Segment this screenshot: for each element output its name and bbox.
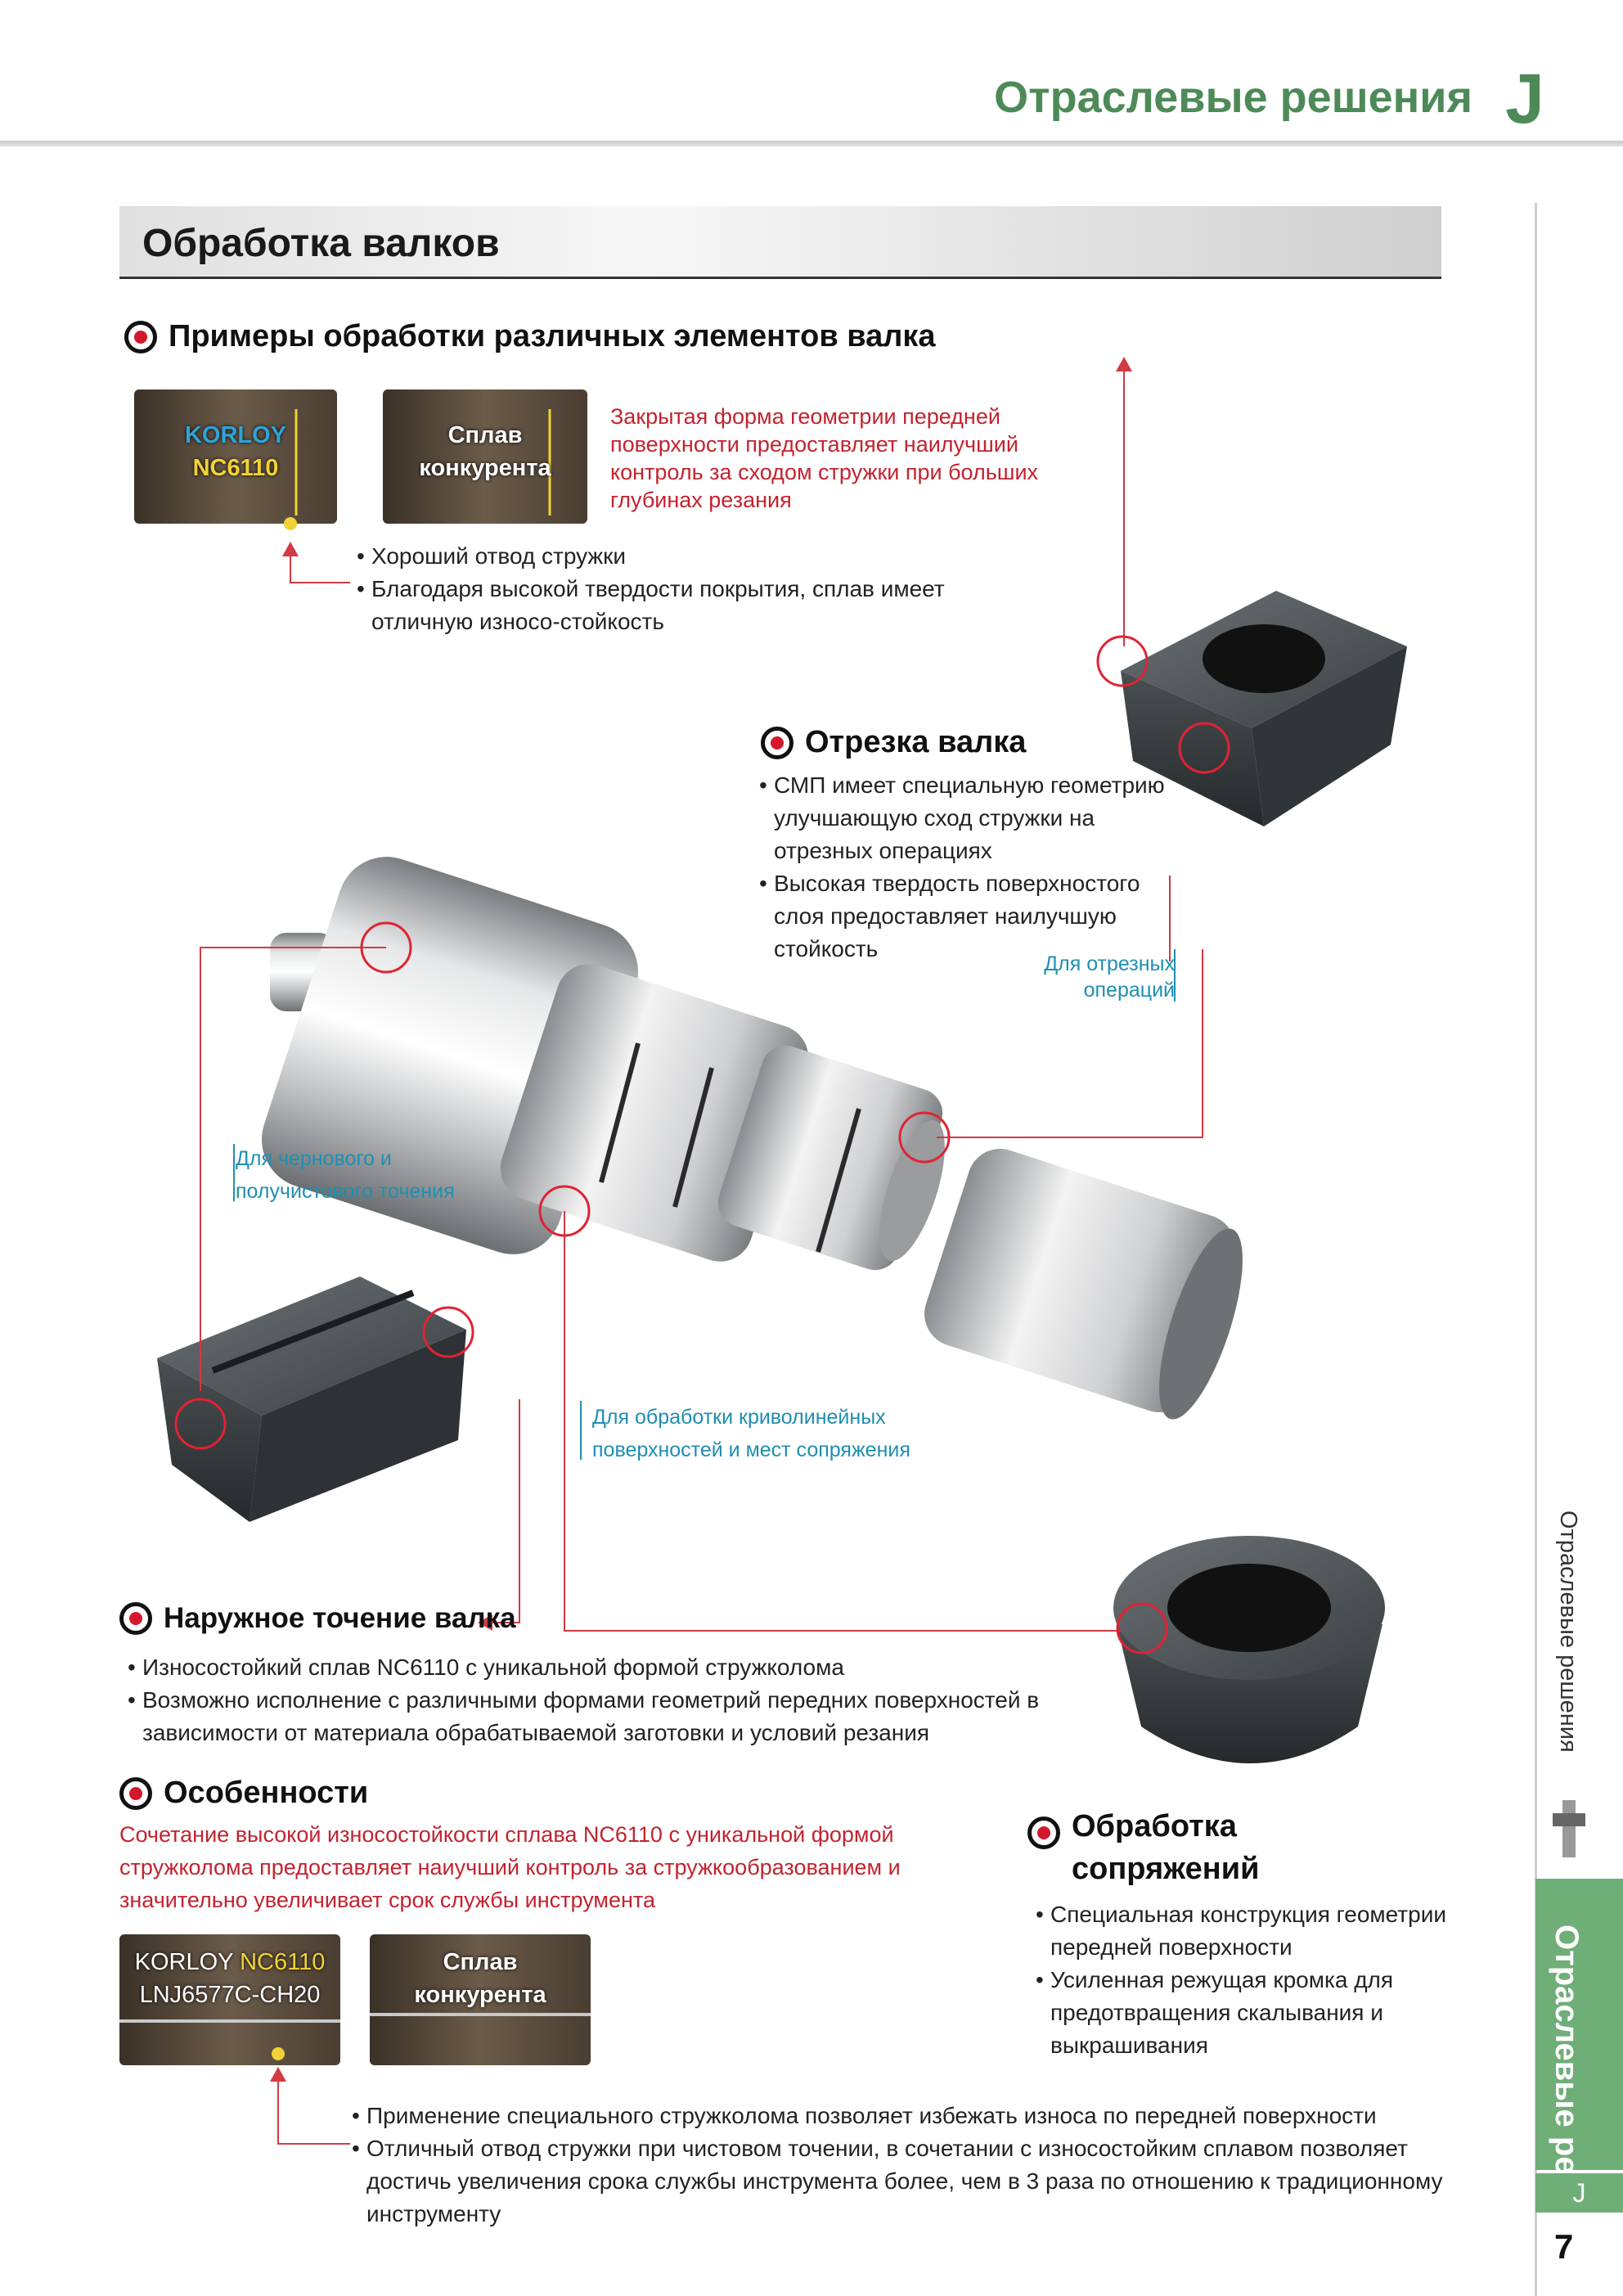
joints-heading: Обработка сопряжений [1027, 1805, 1284, 1890]
parting-callout: Для отрезных операций [1044, 952, 1175, 1002]
list-item: Износостойкий сплав NC6110 с уникальной … [128, 1651, 1068, 1684]
sidebar-tab[interactable] [1535, 1879, 1623, 2170]
section-letter: J [1505, 60, 1544, 138]
sidebar-tab-letter: J [1535, 2173, 1623, 2213]
joints-bullets: Специальная конструкция геометрии передн… [1036, 1898, 1461, 2062]
list-item: Возможно исполнение с различными формами… [128, 1684, 1068, 1749]
list-item: Благодаря высокой твердости покрытия, сп… [357, 573, 995, 638]
list-item: Отличный отвод стружки при чистовом точе… [352, 2132, 1448, 2231]
list-item: Специальная конструкция геометрии передн… [1036, 1898, 1461, 1964]
examples-bullets: Хороший отвод стружки Благодаря высокой … [357, 540, 995, 638]
features-bullets: Применение специального стружколома позв… [352, 2100, 1448, 2231]
sidebar-tab-label: Отраслевые решения [1549, 1925, 1585, 2280]
examples-heading: Примеры обработки различных элементов ва… [124, 319, 936, 354]
red-dot-icon [119, 1776, 152, 1810]
outer-turning-heading: Наружное точение валка [119, 1602, 516, 1635]
red-dot-icon [761, 726, 794, 759]
roll-sleeve-image [924, 1148, 1243, 1420]
page-number: 7 [1554, 2227, 1574, 2266]
turning-insert-image [157, 1276, 466, 1522]
examples-red-note: Закрытая форма геометрии передней поверх… [610, 404, 1039, 512]
features-heading: Особенности [119, 1776, 368, 1811]
red-dot-icon [119, 1602, 152, 1635]
outer-turning-bullets: Износостойкий сплав NC6110 с уникальной … [128, 1651, 1068, 1749]
section-title: Обработка валков [142, 222, 500, 265]
page-header-title: Отраслевые решения [994, 73, 1472, 122]
sidebar-tool-icon [1544, 1797, 1594, 1862]
list-item: Применение специального стружколома позв… [352, 2100, 1448, 2132]
list-item: Усиленная режущая кромка для предотвраще… [1036, 1964, 1461, 2062]
red-dot-icon [124, 320, 157, 353]
list-item: Хороший отвод стружки [357, 540, 995, 573]
parting-bullets: СМП имеет специальную геометрию улучшающ… [759, 769, 1193, 966]
list-item: СМП имеет специальную геометрию улучшающ… [759, 769, 1193, 867]
features-red-note: Сочетание высокой износостойкости сплава… [119, 1822, 901, 1912]
list-item: Высокая твердость поверхностого слоя пре… [759, 867, 1193, 966]
sidebar-vertical-label: Отраслевые решения [1555, 1510, 1581, 1753]
section-banner: Обработка валков [119, 206, 1441, 279]
curved-callout: Для обработки криволинейных поверхностей… [592, 1406, 910, 1461]
parting-heading: Отрезка валка [761, 725, 1026, 760]
round-insert-image [1113, 1536, 1385, 1763]
parting-insert-image [1121, 591, 1407, 826]
red-dot-icon [1027, 1817, 1060, 1849]
sidebar-line [1535, 203, 1537, 2296]
roll-shaft-image [262, 857, 945, 1271]
header-rule [0, 141, 1623, 146]
example-photo-backgrounds [119, 389, 591, 2065]
roughing-callout: Для чернового и получистового точения [236, 1147, 455, 1203]
